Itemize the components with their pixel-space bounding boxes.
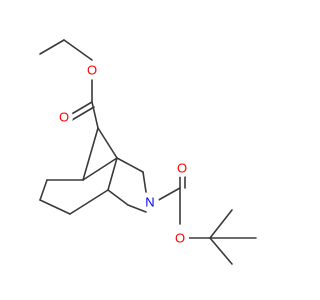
atom-n-ring: N — [141, 193, 159, 211]
bond-upper-to-lower-bridgehead — [107, 157, 118, 191]
atom-label: O — [87, 63, 97, 78]
bond-ester-c-double-o-b — [71, 106, 95, 121]
molecule-structure-diagram: O O N O O — [39, 39, 257, 265]
atom-label: O — [177, 161, 187, 176]
bond-bottom-ch2-lower-bridgehead — [107, 189, 129, 206]
bond-tbutyl-methyl-up — [209, 209, 233, 239]
bond-top-ch2-n — [142, 171, 147, 193]
atom-label: O — [175, 231, 185, 246]
bond-ethyl-ch2-o — [63, 39, 93, 61]
atom-o-ester-single: O — [83, 61, 101, 79]
atom-o-ester-double: O — [55, 108, 73, 126]
bond-n-boc-carbonyl — [154, 187, 181, 203]
bond-ester-c-bridge-c — [91, 101, 99, 129]
bond-cyclo-c2-c3 — [39, 179, 48, 201]
bond-bridge-left-bridgehead — [82, 127, 99, 181]
bond-bridgehead-top-ch2 — [116, 157, 144, 173]
bond-cyclo-c4-lower-bridgehead — [69, 189, 109, 215]
bond-tbutyl-methyl-down — [209, 237, 233, 265]
bond-cyclo-c3-c4 — [39, 199, 71, 215]
atom-o-boc-single: O — [171, 229, 189, 247]
bond-ethyl-ch3-ch2 — [39, 39, 65, 55]
atom-o-boc-double: O — [173, 159, 191, 177]
bond-n-bottom-ch2 — [127, 204, 147, 213]
bond-upper-bridgehead-ring-c1 — [82, 157, 118, 181]
bond-bridge-right-bridgehead — [97, 127, 118, 159]
atom-label: N — [145, 195, 154, 210]
bond-ester-c-double-o-a — [69, 101, 93, 116]
atom-label: O — [59, 110, 69, 125]
